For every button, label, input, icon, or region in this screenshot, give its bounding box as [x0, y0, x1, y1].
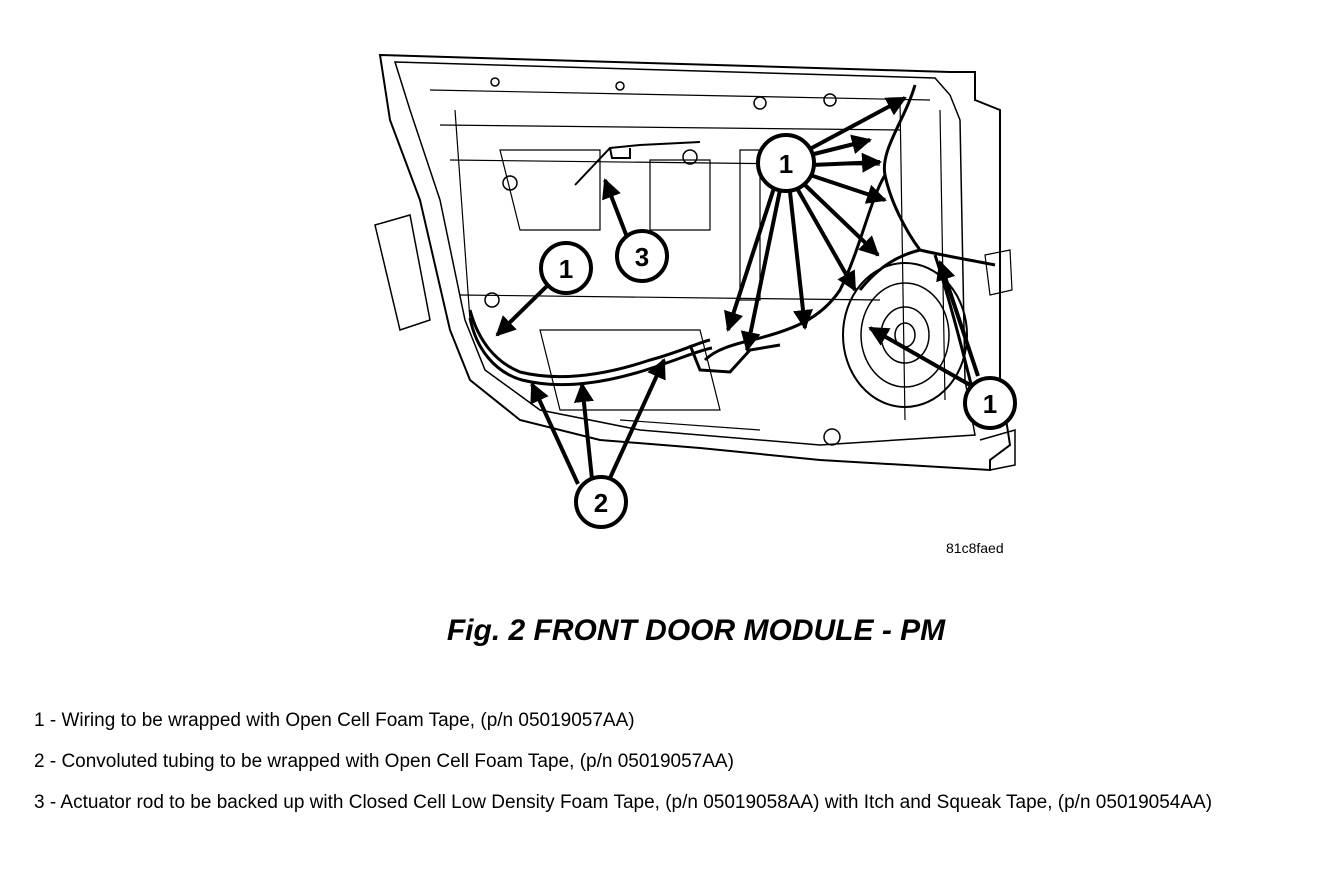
- actuator-rod: [574, 141, 701, 186]
- callout-1-top: 1: [756, 133, 816, 193]
- image-id: 81c8faed: [946, 540, 1004, 556]
- fasteners: [484, 77, 841, 446]
- callout-1-right: 1: [963, 376, 1017, 430]
- leader-arrows: [495, 96, 980, 485]
- legend-item-2: 2 - Convoluted tubing to be wrapped with…: [34, 751, 734, 772]
- callout-label: 1: [559, 254, 573, 284]
- figure-caption: Fig. 2 FRONT DOOR MODULE - PM: [446, 614, 946, 647]
- legend-item-3: 3 - Actuator rod to be backed up with Cl…: [34, 792, 1213, 813]
- callout-2: 2: [574, 475, 628, 529]
- callout-label: 3: [635, 242, 649, 272]
- convoluted-tubing: [468, 309, 781, 387]
- door-module-diagram: 1 1 1 2 3: [374, 53, 1017, 529]
- door-panel: [374, 53, 1016, 472]
- callout-label: 2: [594, 488, 608, 518]
- wiring-harness: [703, 84, 996, 401]
- callout-label: 1: [779, 149, 793, 179]
- callout-label: 1: [983, 389, 997, 419]
- legend-item-1: 1 - Wiring to be wrapped with Open Cell …: [34, 710, 635, 731]
- legend: 1 - Wiring to be wrapped with Open Cell …: [34, 708, 1304, 831]
- callout-1-left: 1: [539, 241, 593, 295]
- callout-3: 3: [615, 229, 669, 283]
